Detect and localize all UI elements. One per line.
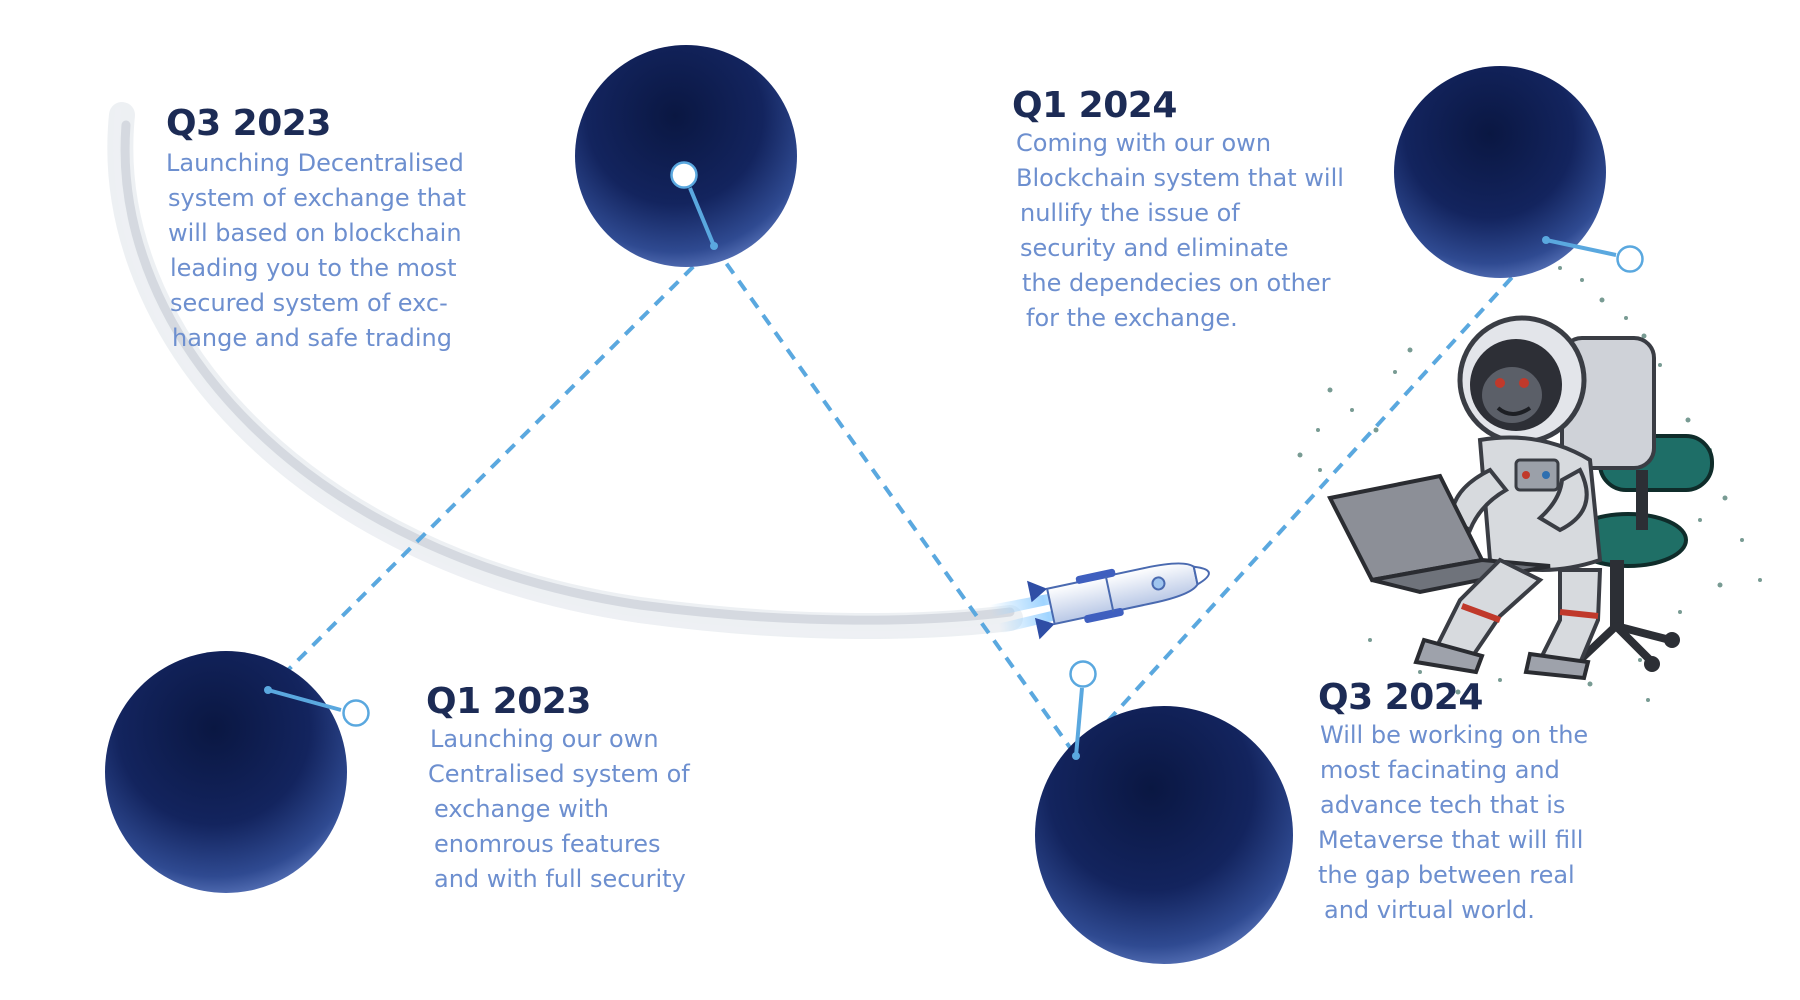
milestone-line: Centralised system of bbox=[428, 759, 690, 788]
milestone-line: Will be working on the bbox=[1320, 720, 1589, 749]
milestone-title: Q3 2024 bbox=[1318, 677, 1483, 718]
milestone-q3-2024: Q3 2024 Will be working on the most faci… bbox=[1318, 678, 1588, 928]
milestone-orb-q1-2024 bbox=[1394, 66, 1606, 278]
milestone-line: nullify the issue of bbox=[1020, 198, 1240, 227]
milestone-line: the gap between real bbox=[1318, 860, 1575, 889]
rocket-icon bbox=[989, 562, 1210, 640]
milestone-line: Launching our own bbox=[430, 724, 659, 753]
milestone-orb-q3-2024 bbox=[1035, 706, 1293, 964]
milestone-title: Q1 2023 bbox=[426, 681, 591, 722]
milestone-line: secured system of exc- bbox=[170, 288, 448, 317]
timeline-connector-path bbox=[266, 238, 1548, 760]
milestone-line: Launching Decentralised bbox=[166, 148, 464, 177]
milestone-line: exchange with bbox=[434, 794, 609, 823]
milestone-line: enomrous features bbox=[434, 829, 661, 858]
milestone-title: Q3 2023 bbox=[166, 103, 331, 144]
pin-marker-q3-2023 bbox=[670, 161, 718, 250]
pin-marker-q3-2024 bbox=[1069, 660, 1097, 760]
milestone-line: will based on blockchain bbox=[168, 218, 462, 247]
milestone-line: for the exchange. bbox=[1026, 303, 1238, 332]
milestone-description: Launching our own Centralised system of … bbox=[426, 722, 690, 897]
milestone-line: Metaverse that will fill bbox=[1318, 825, 1584, 854]
milestone-orb-q1-2023 bbox=[105, 651, 347, 893]
milestone-line: most facinating and bbox=[1320, 755, 1560, 784]
milestone-line: Blockchain system that will bbox=[1016, 163, 1344, 192]
milestone-description: Coming with our own Blockchain system th… bbox=[1012, 126, 1344, 336]
milestone-title: Q1 2024 bbox=[1012, 85, 1177, 126]
milestone-line: leading you to the most bbox=[170, 253, 457, 282]
pin-marker-q1-2023 bbox=[264, 686, 370, 727]
milestone-line: system of exchange that bbox=[168, 183, 466, 212]
milestone-q1-2023: Q1 2023 Launching our own Centralised sy… bbox=[426, 682, 690, 897]
pin-marker-q1-2024 bbox=[1542, 236, 1644, 273]
milestone-line: and with full security bbox=[434, 864, 686, 893]
milestone-line: Coming with our own bbox=[1016, 128, 1272, 157]
milestone-line: hange and safe trading bbox=[172, 323, 452, 352]
rocket-trail bbox=[107, 102, 1023, 640]
milestone-line: and virtual world. bbox=[1324, 895, 1535, 924]
milestone-q1-2024: Q1 2024 Coming with our own Blockchain s… bbox=[1012, 86, 1344, 336]
milestone-line: advance tech that is bbox=[1320, 790, 1566, 819]
astronaut-with-laptop-illustration bbox=[1297, 266, 1762, 702]
milestone-line: the dependecies on other bbox=[1022, 268, 1331, 297]
milestone-orb-q3-2023 bbox=[575, 45, 797, 267]
milestone-description: Will be working on the most facinating a… bbox=[1318, 718, 1588, 928]
milestone-description: Launching Decentralised system of exchan… bbox=[166, 146, 466, 356]
milestone-q3-2023: Q3 2023 Launching Decentralised system o… bbox=[166, 104, 466, 356]
milestone-line: security and eliminate bbox=[1020, 233, 1289, 262]
